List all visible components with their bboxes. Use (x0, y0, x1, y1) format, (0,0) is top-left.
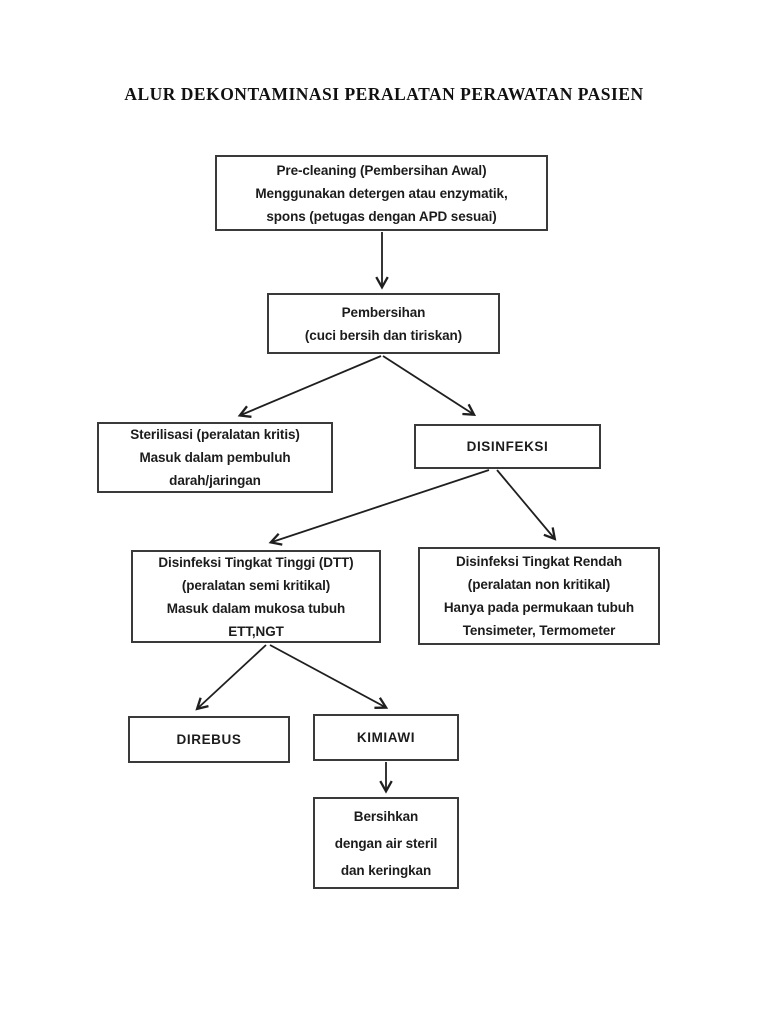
node-kimiawi: KIMIAWI (313, 714, 459, 761)
node-pembersihan: Pembersihan (cuci bersih dan tiriskan) (267, 293, 500, 354)
arrow-disinfeksi-to-tingkat-rendah (496, 469, 557, 541)
node-bersihkan: Bersihkan dengan air steril dan keringka… (313, 797, 459, 889)
arrow-dtt-to-kimiawi (269, 644, 389, 709)
node-direbus: DIREBUS (128, 716, 290, 763)
node-sterilisasi: Sterilisasi (peralatan kritis) Masuk dal… (97, 422, 333, 493)
node-disinfeksi: DISINFEKSI (414, 424, 601, 469)
arrow-pembersihan-to-sterilisasi (237, 355, 382, 418)
node-precleaning: Pre-cleaning (Pembersihan Awal) Mengguna… (215, 155, 548, 231)
arrow-dtt-to-direbus (195, 644, 267, 711)
page-title: ALUR DEKONTAMINASI PERALATAN PERAWATAN P… (124, 84, 644, 104)
node-tingkat-rendah: Disinfeksi Tingkat Rendah (peralatan non… (418, 547, 660, 645)
arrow-pembersihan-to-disinfeksi (382, 355, 477, 416)
node-dtt: Disinfeksi Tingkat Tinggi (DTT) (peralat… (131, 550, 381, 643)
